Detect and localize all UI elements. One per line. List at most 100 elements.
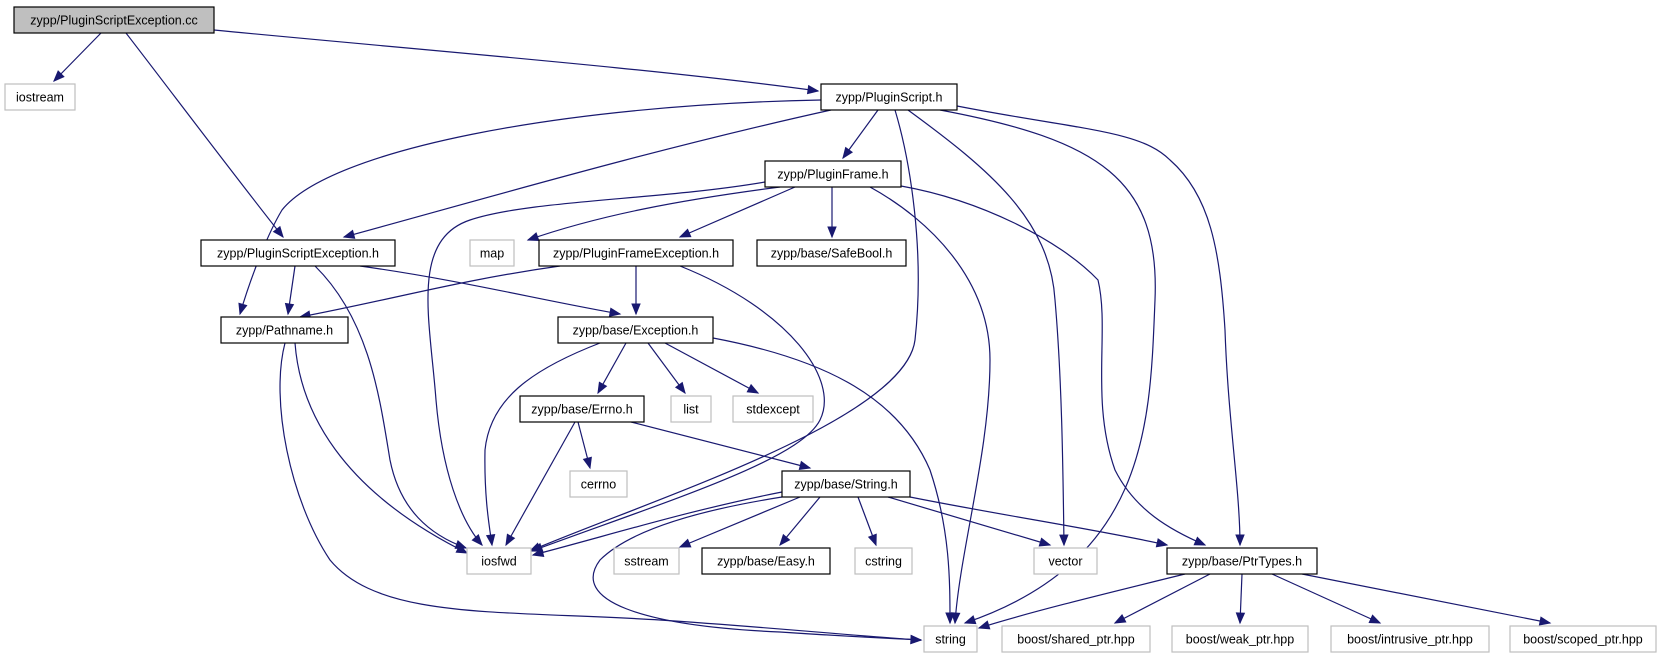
node-errno-h[interactable]: zypp/base/Errno.h bbox=[519, 395, 645, 423]
edge-root-to-pluginscriptexception_h bbox=[125, 32, 284, 239]
edge-line bbox=[909, 496, 1168, 546]
edge-arrowhead bbox=[631, 303, 641, 316]
node-vector: vector bbox=[1033, 547, 1098, 575]
edge-arrowhead bbox=[867, 533, 877, 547]
edge-line bbox=[279, 342, 922, 641]
edge-pluginframe_h-to-pluginframeexception_h bbox=[678, 186, 796, 238]
edge-arrowhead bbox=[827, 226, 837, 239]
node-pluginframe-h[interactable]: zypp/PluginFrame.h bbox=[764, 160, 902, 188]
edge-arrowhead bbox=[806, 84, 820, 95]
node-exception-h[interactable]: zypp/base/Exception.h bbox=[557, 316, 714, 344]
edge-arrowhead bbox=[1193, 536, 1207, 546]
node-string-h[interactable]: zypp/base/String.h bbox=[781, 470, 911, 498]
edge-line bbox=[531, 265, 825, 552]
edge-arrowhead bbox=[455, 544, 469, 554]
node-label: list bbox=[683, 403, 699, 417]
node-box bbox=[701, 547, 831, 575]
node-box bbox=[557, 316, 714, 344]
node-label: zypp/base/Easy.h bbox=[717, 555, 815, 569]
edge-pluginframe_h-to-safebool_h bbox=[827, 187, 837, 239]
edge-arrowhead bbox=[950, 612, 961, 625]
node-box bbox=[469, 239, 515, 267]
edge-line bbox=[359, 265, 621, 315]
edge-pluginscript_h-to-vector bbox=[907, 109, 1069, 547]
node-box bbox=[764, 160, 902, 188]
edge-arrowhead bbox=[284, 302, 295, 316]
node-label: zypp/Pathname.h bbox=[236, 324, 333, 338]
edge-line bbox=[427, 181, 766, 546]
edge-ptrtypes_h-to-weak_ptr bbox=[1235, 573, 1246, 625]
node-label: zypp/base/SafeBool.h bbox=[771, 247, 893, 261]
edge-line bbox=[664, 342, 759, 394]
node-label: zypp/PluginFrame.h bbox=[777, 168, 888, 182]
edge-arrowhead bbox=[272, 225, 284, 239]
edge-line bbox=[679, 186, 796, 238]
node-easy-h[interactable]: zypp/base/Easy.h bbox=[701, 547, 831, 575]
edge-arrowhead bbox=[678, 228, 692, 238]
edge-line bbox=[869, 186, 991, 624]
edge-pluginframe_h-to-iosfwd bbox=[427, 181, 766, 547]
edge-arrowhead bbox=[485, 533, 496, 547]
edge-pluginscriptexception_h-to-exception_h bbox=[359, 265, 622, 317]
edge-string_h-to-ptrtypes_h bbox=[909, 496, 1169, 548]
edge-exception_h-to-stdexcept bbox=[664, 342, 760, 394]
edge-line bbox=[53, 32, 102, 82]
edge-arrowhead bbox=[678, 538, 692, 548]
node-box bbox=[569, 470, 628, 498]
edge-pluginframe_h-to-string bbox=[869, 186, 991, 625]
node-box bbox=[519, 395, 645, 423]
edge-arrowhead bbox=[526, 232, 540, 242]
edge-line bbox=[978, 573, 1186, 629]
node-label: boost/weak_ptr.hpp bbox=[1186, 633, 1294, 647]
node-label: iostream bbox=[16, 91, 64, 105]
node-pluginscriptexception-h[interactable]: zypp/PluginScriptException.h bbox=[200, 239, 396, 267]
edge-arrowhead bbox=[842, 146, 854, 160]
node-ptrtypes-h[interactable]: zypp/base/PtrTypes.h bbox=[1166, 547, 1318, 575]
node-pluginscript-h[interactable]: zypp/PluginScript.h bbox=[820, 83, 958, 111]
node-box bbox=[1171, 625, 1309, 653]
node-label: zypp/base/Errno.h bbox=[531, 403, 632, 417]
node-label: map bbox=[480, 247, 504, 261]
edge-arrowhead bbox=[945, 612, 955, 625]
edge-string_h-to-sstream bbox=[678, 496, 801, 548]
edge-arrowhead bbox=[342, 229, 356, 239]
edge-line bbox=[294, 342, 468, 554]
node-label: zypp/PluginScriptException.cc bbox=[30, 14, 197, 28]
edge-pluginscript_h-to-ptrtypes_h bbox=[956, 105, 1245, 547]
edge-string_h-to-vector bbox=[887, 496, 1052, 547]
edge-arrowhead bbox=[798, 460, 812, 470]
edge-line bbox=[712, 337, 951, 624]
node-box bbox=[13, 6, 215, 34]
edge-arrowhead bbox=[531, 547, 545, 557]
edge-pluginscriptexception_h-to-iosfwd bbox=[314, 265, 468, 549]
node-string: string bbox=[923, 625, 978, 653]
node-root[interactable]: zypp/PluginScriptException.cc bbox=[13, 6, 215, 34]
edge-string_h-to-easy_h bbox=[779, 496, 821, 547]
edge-arrowhead bbox=[779, 533, 791, 547]
edge-root-to-iostream bbox=[53, 32, 102, 82]
node-label: boost/scoped_ptr.hpp bbox=[1523, 633, 1643, 647]
node-box bbox=[756, 239, 907, 267]
edge-arrowhead bbox=[674, 381, 686, 395]
node-box bbox=[820, 83, 958, 111]
node-label: zypp/PluginFrameException.h bbox=[553, 247, 719, 261]
node-pluginframeexception-h[interactable]: zypp/PluginFrameException.h bbox=[538, 239, 734, 267]
node-box bbox=[1166, 547, 1318, 575]
edge-arrowhead bbox=[1155, 538, 1169, 548]
edge-ptrtypes_h-to-intrusive_ptr bbox=[1271, 573, 1382, 624]
node-pathname-h[interactable]: zypp/Pathname.h bbox=[220, 316, 349, 344]
node-iosfwd: iosfwd bbox=[466, 547, 532, 575]
edge-arrowhead bbox=[910, 634, 923, 645]
edge-line bbox=[887, 496, 1051, 546]
edge-pluginframe_h-to-map bbox=[526, 186, 781, 242]
node-intrusive-ptr: boost/intrusive_ptr.hpp bbox=[1330, 625, 1490, 653]
node-box bbox=[220, 316, 349, 344]
edge-arrowhead bbox=[597, 381, 608, 395]
edge-line bbox=[299, 265, 561, 318]
edge-arrowhead bbox=[1235, 534, 1245, 547]
node-box bbox=[923, 625, 978, 653]
node-safebool-h[interactable]: zypp/base/SafeBool.h bbox=[756, 239, 907, 267]
node-label: zypp/base/String.h bbox=[794, 478, 898, 492]
edge-line bbox=[532, 491, 783, 556]
edge-line bbox=[1114, 573, 1211, 624]
